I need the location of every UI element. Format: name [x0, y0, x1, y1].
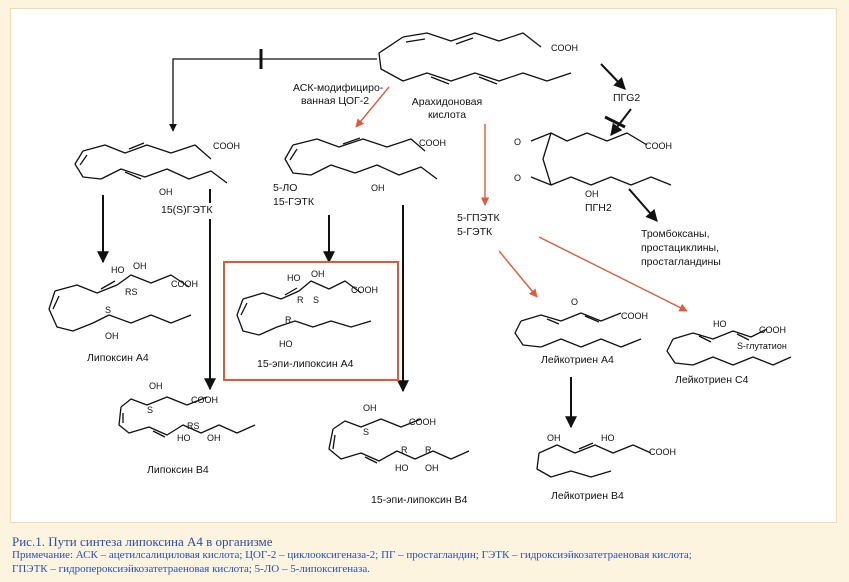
ho-label: HO — [177, 433, 191, 443]
leukotriene-c4-label: Лейкотриен С4 — [675, 374, 749, 386]
ho-label: HO — [395, 463, 409, 473]
pathway-diagram: COOH Арахидоновая кислота АСК-модифициро… — [48, 32, 792, 506]
15-epi-lipoxin-b4-structure: OH S COOH R R HO OH 15-эпи-липоксин В4 — [328, 403, 470, 506]
cooh-label: COOH — [621, 311, 648, 321]
oh-label: OH — [585, 189, 599, 199]
thromboxanes-label: Тромбоксаны, — [641, 228, 710, 240]
o-label: O — [514, 173, 521, 183]
s-label: S — [363, 427, 369, 437]
figure-caption-title: Рис.1. Пути синтеза липоксина А4 в орган… — [12, 534, 273, 549]
modified-cox2-label-2: ванная ЦОГ-2 — [301, 95, 369, 107]
lipoxin-a4-structure: HO OH RS COOH S OH Липоксин А4 — [48, 261, 198, 364]
o-label: O — [514, 137, 521, 147]
5-hete-label: 5-ГЭТК — [457, 226, 493, 238]
oh-label: OH — [371, 183, 385, 193]
5lo-label: 5-ЛО — [273, 182, 297, 194]
oh-label: OH — [105, 331, 119, 341]
ho-label: HO — [713, 319, 727, 329]
pgh2-structure: O O COOH OH ПГН2 — [514, 132, 672, 214]
arachidonic-acid-label-1: Арахидоновая — [412, 96, 482, 108]
ho-label: HO — [287, 273, 301, 283]
lipoxin-b4-label: Липоксин В4 — [147, 464, 209, 476]
prostacyclins-label: простациклины, — [641, 242, 719, 254]
oh-label: OH — [133, 261, 147, 271]
cooh-label: COOH — [645, 141, 672, 151]
15s-hete-structure: COOH OH 15(S)ГЭТК — [74, 141, 240, 216]
15-epi-lipoxin-a4-structure: HO OH R S COOH R HO 15-эпи-липоксин А4 — [236, 269, 378, 370]
cooh-label: COOH — [351, 285, 378, 295]
cooh-label: COOH — [191, 395, 218, 405]
leukotriene-a4-label: Лейкотриен А4 — [541, 354, 614, 366]
oh-label: OH — [363, 403, 377, 413]
5-hpete-label: 5-ГПЭТК — [457, 212, 501, 224]
cooh-label: COOH — [759, 325, 786, 335]
figure-caption-note-line-1: Примечание: АСК – ацетилсалициловая кисл… — [12, 549, 692, 561]
cooh-label: COOH — [213, 141, 240, 151]
arrow-to-15s-hete — [169, 58, 377, 132]
pgg2-label: ПГG2 — [613, 92, 640, 104]
o-label: O — [571, 297, 578, 307]
r-label: R — [401, 445, 408, 455]
leukotriene-a4-structure: O COOH Лейкотриен А4 — [514, 297, 648, 366]
cooh-label: COOH — [409, 417, 436, 427]
cooh-label: COOH — [419, 138, 446, 148]
s-label: S — [105, 305, 111, 315]
lipoxin-a4-label: Липоксин А4 — [87, 352, 149, 364]
figure-caption-note-line-2: ГПЭТК – гидропероксиэйкозатетраеновая ки… — [12, 563, 370, 575]
cooh-label: COOH — [171, 279, 198, 289]
arachidonic-acid-label-2: кислота — [428, 109, 466, 121]
oh-label: OH — [425, 463, 439, 473]
cooh-label: COOH — [551, 43, 578, 53]
15-epi-lipoxin-a4-label: 15-эпи-липоксин А4 — [257, 358, 354, 370]
leukotriene-b4-label: Лейкотриен В4 — [551, 490, 624, 502]
r-label: R — [425, 445, 432, 455]
s-label: S — [147, 405, 153, 415]
red-arrow-to-leukotriene-a4 — [498, 250, 538, 298]
prostaglandins-label: простагландины — [641, 256, 721, 268]
lipoxin-b4-structure: OH S COOH HO RS OH Липоксин В4 — [118, 381, 256, 476]
arrow-to-pgg2 — [600, 63, 626, 90]
oh-label: OH — [149, 381, 163, 391]
highlight-box — [223, 261, 399, 381]
glutathione-label: S-глутатион — [737, 341, 787, 351]
rs-label: RS — [187, 421, 200, 431]
oh-label: OH — [159, 187, 173, 197]
s-label: S — [313, 295, 319, 305]
red-arrow-to-leukotriene-c4 — [538, 236, 688, 312]
r-label: R — [285, 315, 292, 325]
oh-label: OH — [311, 269, 325, 279]
15-epi-lipoxin-b4-label: 15-эпи-липоксин В4 — [371, 494, 468, 506]
arachidonic-acid-structure: COOH Арахидоновая кислота — [378, 32, 578, 121]
inhibition-cross — [604, 115, 626, 129]
diagram-panel: COOH Арахидоновая кислота АСК-модифициро… — [10, 8, 837, 523]
arrow-to-thromboxanes — [628, 188, 658, 222]
pgh2-label: ПГН2 — [585, 202, 612, 214]
ho-label: HO — [111, 265, 125, 275]
rs-label: RS — [125, 287, 138, 297]
15s-hete-label: 15(S)ГЭТК — [161, 204, 213, 216]
modified-cox2-label-1: АСК-модифициро- — [293, 82, 384, 94]
cooh-label: COOH — [649, 447, 676, 457]
ho-label: HO — [279, 339, 293, 349]
oh-label: OH — [207, 433, 221, 443]
arrow-to-pgh2 — [610, 108, 632, 136]
leukotriene-b4-structure: OH HO COOH Лейкотриен В4 — [536, 433, 676, 502]
red-arrow-to-15r-hete — [355, 86, 390, 128]
15-hete-label: 15-ГЭТК — [273, 196, 315, 208]
leukotriene-c4-structure: HO COOH S-глутатион Лейкотриен С4 — [666, 319, 792, 386]
oh-label: OH — [547, 433, 561, 443]
r-label: R — [297, 295, 304, 305]
15r-hete-structure: COOH OH 5-ЛО 15-ГЭТК — [273, 137, 446, 208]
ho-label: HO — [601, 433, 615, 443]
